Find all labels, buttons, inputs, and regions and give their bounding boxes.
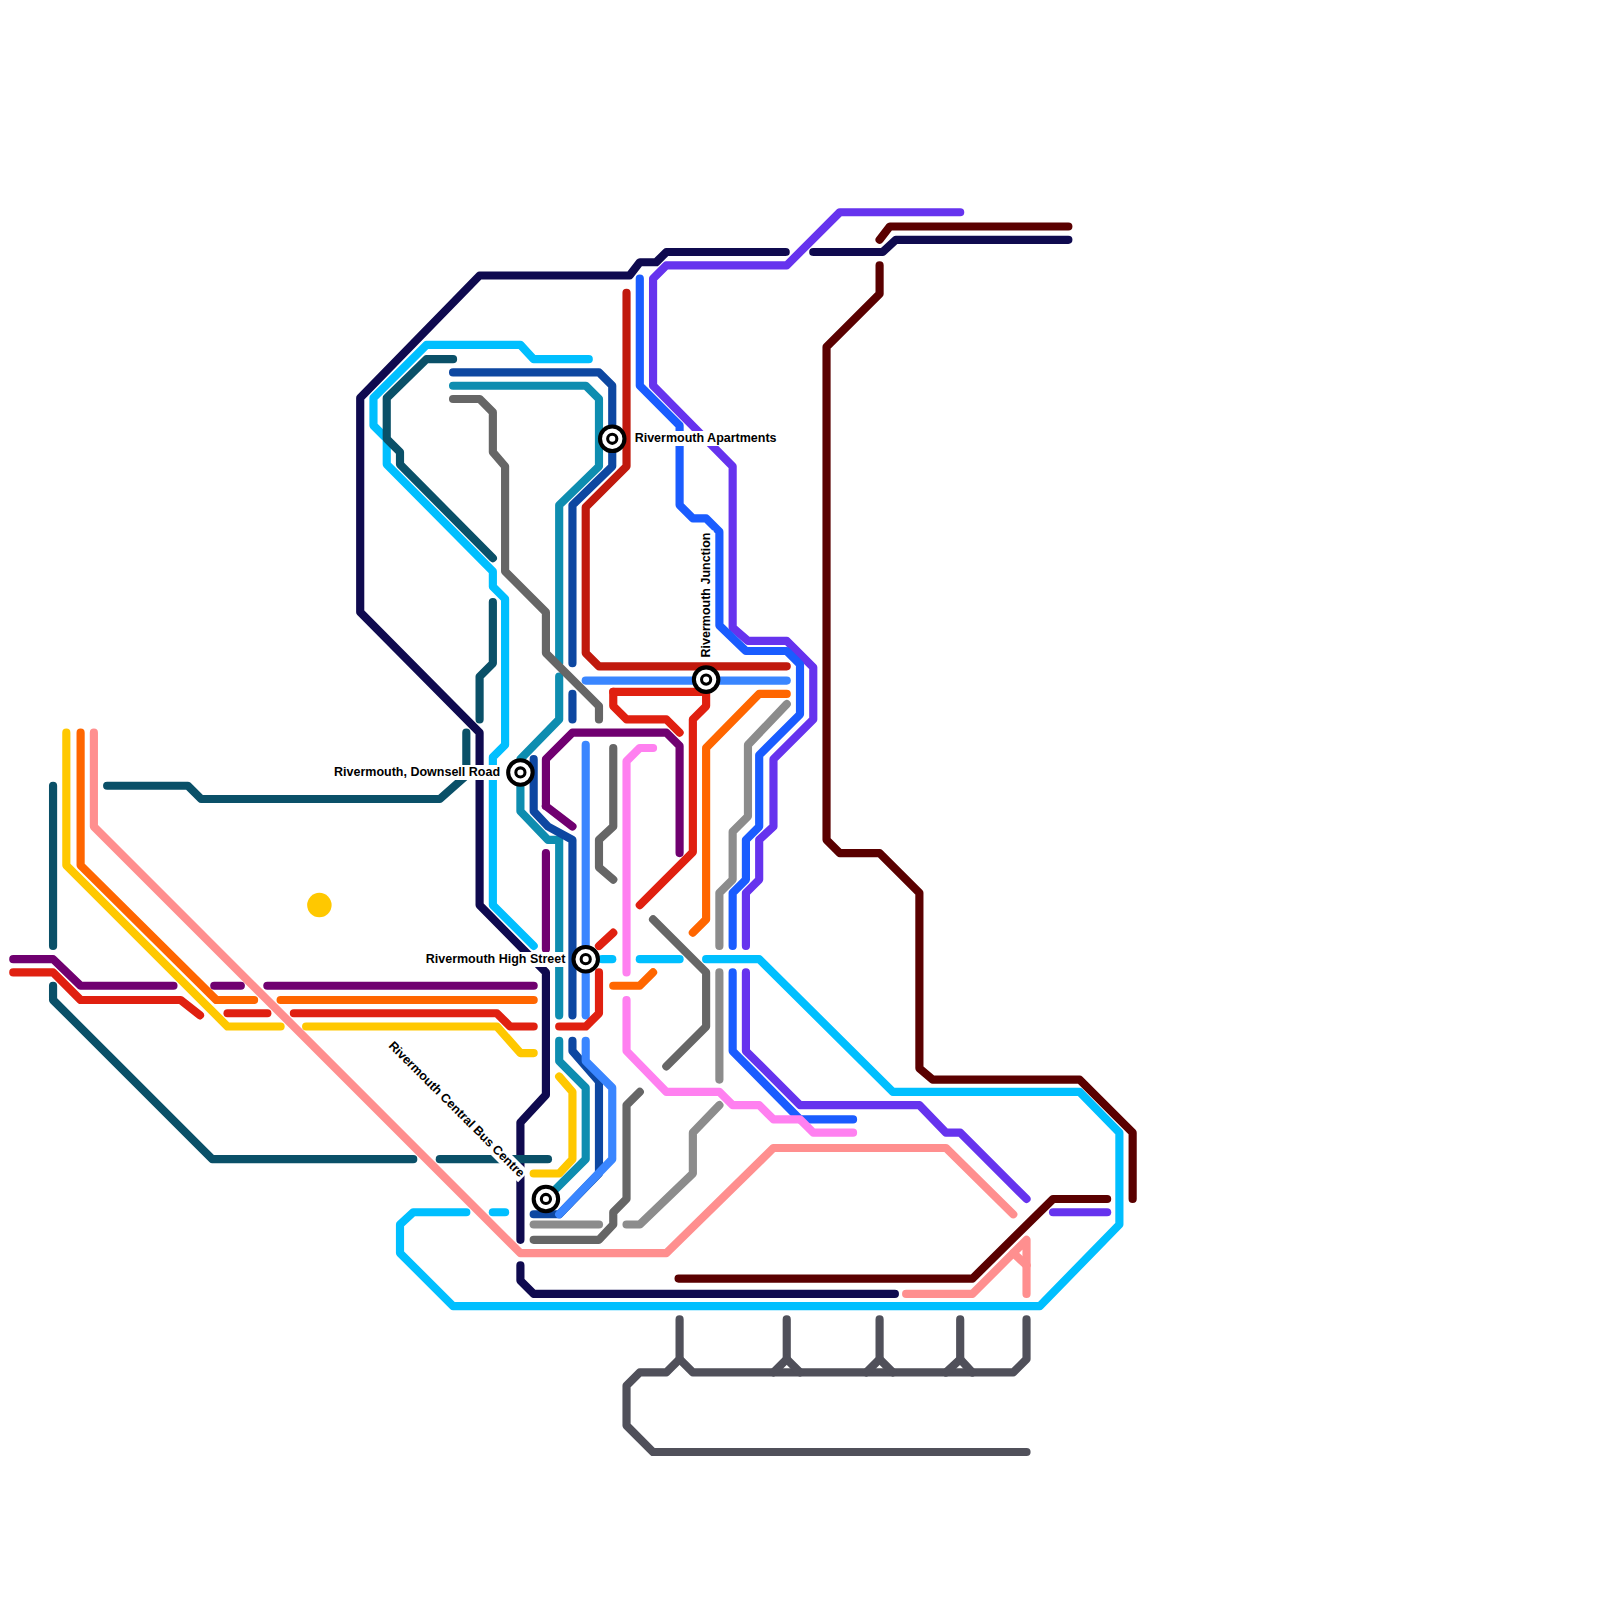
transit-line [453,399,599,719]
transit-line [733,972,853,1119]
transit-line [534,1092,640,1240]
transit-line [534,759,573,1015]
transit-line [49,786,57,946]
transit-line [214,982,241,990]
station-marker [534,1187,558,1211]
station-marker [600,427,624,451]
transit-line [813,240,1068,252]
transit-line [94,733,1013,1253]
transit-line [613,692,679,733]
station-label: Rivermouth Apartments [633,431,779,446]
station-label: Rivermouth, Downsell Road [332,765,502,780]
transit-line [480,602,493,719]
station-marker [573,947,597,971]
station-marker [508,760,532,784]
map-dot [307,893,331,917]
transit-line [66,733,280,1027]
transit-line [1053,1208,1107,1216]
transit-line [679,1199,1108,1279]
transit-line [281,996,534,1004]
transit-line [719,704,786,946]
transit-line [680,1319,1027,1372]
transit-line [586,293,787,666]
transit-line [773,1319,786,1372]
transit-line [546,806,573,826]
transit-line [653,919,706,1066]
transit-line [640,279,800,946]
transit-line [627,748,654,972]
transit-line [613,972,653,985]
transit-line [653,212,960,946]
station-label: Rivermouth Junction [699,530,714,659]
transit-line [627,1319,1027,1452]
transit-line [715,972,723,1079]
transit-line [1013,1253,1026,1265]
transit-line [599,933,613,946]
transit-line [586,677,787,685]
transit-line [602,955,612,963]
transit-line [534,1077,573,1174]
transit-line [627,1105,720,1224]
transit-line [559,1041,612,1214]
transit-line [599,748,613,880]
transit-line [582,745,590,1015]
transit-line [568,694,576,720]
transit-line [267,982,533,990]
transit-line [627,1000,854,1133]
transit-line [866,1319,879,1372]
transit-line [880,1359,893,1372]
transit-line [228,1009,268,1017]
transit-line [542,853,550,949]
station-label: Rivermouth High Street [424,952,568,967]
transit-line [13,959,173,986]
transit-line [453,386,599,664]
transit-line [946,1319,960,1372]
transit-line [827,265,1133,1199]
transit-line [960,1359,972,1372]
transit-line [693,694,787,933]
transit-line [559,972,599,1026]
transit-line [746,972,1027,1199]
transit-line [400,959,1119,1306]
transit-line [534,1220,599,1228]
transit-line [493,1208,505,1216]
transit-line [13,972,200,1015]
transit-line [787,1359,800,1372]
transit-line [306,1027,534,1054]
station-marker [694,667,718,691]
transit-line [81,733,254,1000]
transit-line [640,955,680,963]
transit-line [520,1265,894,1294]
